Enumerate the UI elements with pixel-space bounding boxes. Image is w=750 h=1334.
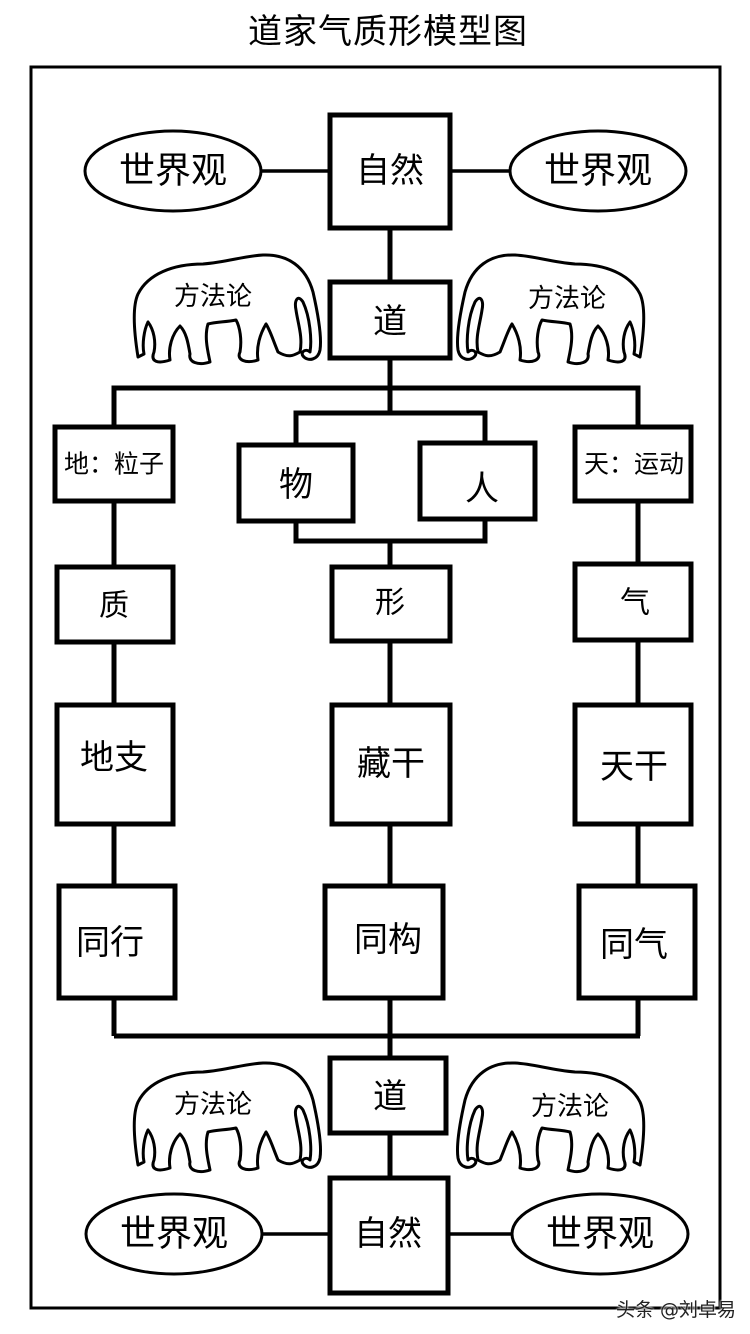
same-element-box — [56, 883, 178, 1001]
worldview-label-bottom-left: 世界观 — [120, 1214, 228, 1255]
hidden-stem-label: 藏干 — [357, 744, 425, 784]
methodology-label-top-left: 方法论 — [174, 282, 252, 312]
thing-label: 物 — [279, 465, 313, 505]
watermark: 头条 @刘卓易 — [615, 1299, 736, 1321]
same-structure-box — [322, 883, 446, 1001]
worldview-ellipse-bottom-right — [510, 1192, 690, 1276]
methodology-label-bottom-right: 方法论 — [531, 1092, 609, 1122]
thing-box — [236, 442, 356, 524]
person-box — [417, 440, 538, 522]
form-box — [329, 564, 453, 644]
methodology-label-bottom-left: 方法论 — [174, 1090, 252, 1120]
diagram-title: 道家气质形模型图 — [248, 12, 528, 52]
heavenly-stem-box — [572, 702, 694, 827]
methodology-label-top-right: 方法论 — [528, 284, 606, 314]
worldview-ellipse-top-right — [508, 129, 688, 213]
heavenly-stem-label: 天干 — [600, 747, 668, 787]
dao-label-top: 道 — [373, 302, 407, 342]
nature-label-bottom: 自然 — [354, 1214, 422, 1254]
dao-box-bottom — [327, 1055, 449, 1136]
qi-label: 气 — [620, 586, 650, 621]
qi-box — [572, 561, 694, 643]
substance-label: 质 — [99, 589, 129, 624]
nature-box-bottom — [327, 1175, 451, 1296]
hidden-stem-box — [329, 702, 453, 827]
same-element-label: 同行 — [76, 923, 144, 963]
earth-particle-box — [52, 424, 176, 504]
person-label: 人 — [465, 469, 499, 509]
same-qi-label: 同气 — [600, 925, 668, 965]
heaven-motion-box — [572, 424, 694, 504]
worldview-ellipse-top-left — [83, 129, 263, 213]
outer-frame — [29, 65, 722, 1310]
dao-label-bottom: 道 — [373, 1077, 407, 1117]
heaven-motion-label: 天：运动 — [584, 450, 684, 479]
worldview-label-bottom-right: 世界观 — [546, 1214, 654, 1255]
earthly-branch-box — [54, 702, 176, 827]
top-bus-line — [111, 385, 641, 425]
dao-box-top — [327, 279, 453, 361]
nature-box-top — [327, 112, 453, 231]
earth-particle-label: 地：粒子 — [64, 450, 164, 479]
earthly-branch-label: 地支 — [80, 738, 148, 778]
nature-label-top: 自然 — [356, 151, 424, 191]
substance-box — [54, 564, 176, 645]
same-structure-label: 同构 — [354, 920, 422, 960]
worldview-ellipse-bottom-left — [84, 1192, 264, 1276]
form-label: 形 — [375, 586, 405, 621]
worldview-label-top-right: 世界观 — [544, 151, 652, 192]
same-qi-box — [576, 883, 698, 1001]
worldview-label-top-left: 世界观 — [119, 151, 227, 192]
